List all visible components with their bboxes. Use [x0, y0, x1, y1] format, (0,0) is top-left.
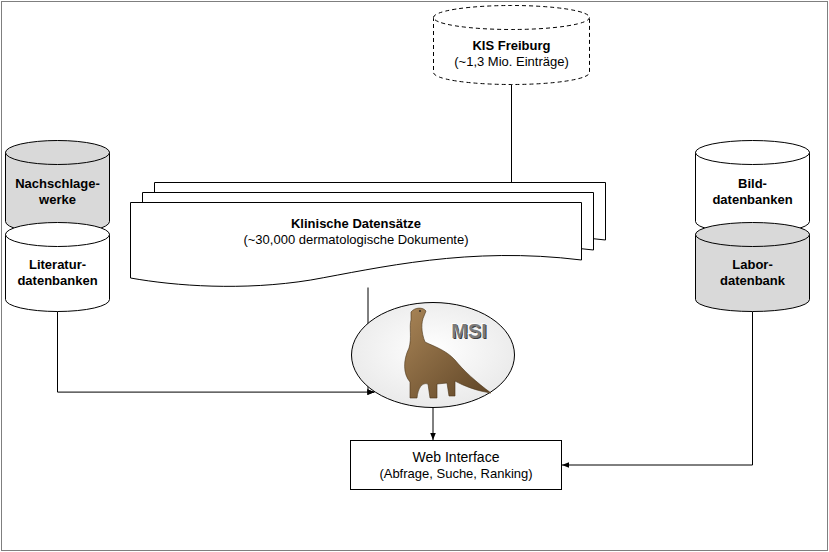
dinosaur-illustration — [405, 308, 491, 398]
node-title: Web Interface — [413, 449, 500, 466]
ellipse-outline — [352, 303, 515, 408]
cylinder-top — [6, 141, 110, 165]
process-box: Web Interface(Abfrage, Suche, Ranking) — [350, 440, 562, 490]
text-area: KIS Freiburg(~1,3 Mio. Einträge) — [439, 25, 584, 83]
text-area: MSI — [439, 316, 499, 346]
box-outline — [351, 441, 562, 490]
text-area: Klinische Datensätze(~30,000 dermatologi… — [130, 204, 582, 260]
database-cylinder: Bild- datenbanken — [695, 140, 810, 234]
node-subtitle: (~30,000 dermatologische Dokumente) — [243, 232, 468, 248]
node-subtitle: (Abfrage, Suche, Ranking) — [379, 466, 532, 482]
connector — [58, 312, 375, 393]
connector — [562, 312, 753, 466]
database-cylinder: Nachschlage- werke — [5, 140, 110, 234]
node-title: Bild- datenbanken — [703, 176, 802, 208]
database-cylinder: Labor- datenbank — [695, 222, 810, 312]
node-title: MSI — [451, 319, 487, 343]
text-area: Labor- datenbank — [703, 246, 802, 300]
cylinder-top — [696, 141, 810, 165]
text-area: Literatur- datenbanken — [13, 246, 102, 300]
database-cylinder: KIS Freiburg(~1,3 Mio. Einträge) — [433, 5, 590, 85]
cylinder-top — [696, 223, 810, 247]
text-area: Web Interface(Abfrage, Suche, Ranking) — [350, 440, 562, 490]
node-title: Klinische Datensätze — [291, 216, 421, 232]
node-title: Labor- datenbank — [703, 257, 802, 289]
node-title: Literatur- datenbanken — [13, 257, 102, 289]
dinosaur-eye — [419, 310, 421, 312]
msi-ellipse: MSI — [351, 302, 515, 408]
node-shape — [350, 440, 562, 490]
database-cylinder: Literatur- datenbanken — [5, 222, 110, 312]
node-title: KIS Freiburg — [472, 38, 550, 54]
document-page — [131, 203, 582, 287]
node-title: Nachschlage- werke — [13, 176, 102, 208]
document-stack: Klinische Datensätze(~30,000 dermatologi… — [130, 182, 606, 288]
cylinder-top — [6, 223, 110, 247]
text-area: Bild- datenbanken — [703, 164, 802, 220]
cylinder-top — [434, 6, 590, 30]
connector — [433, 408, 434, 440]
node-subtitle: (~1,3 Mio. Einträge) — [454, 54, 569, 70]
node-shape — [351, 302, 515, 408]
text-area: Nachschlage- werke — [13, 164, 102, 220]
